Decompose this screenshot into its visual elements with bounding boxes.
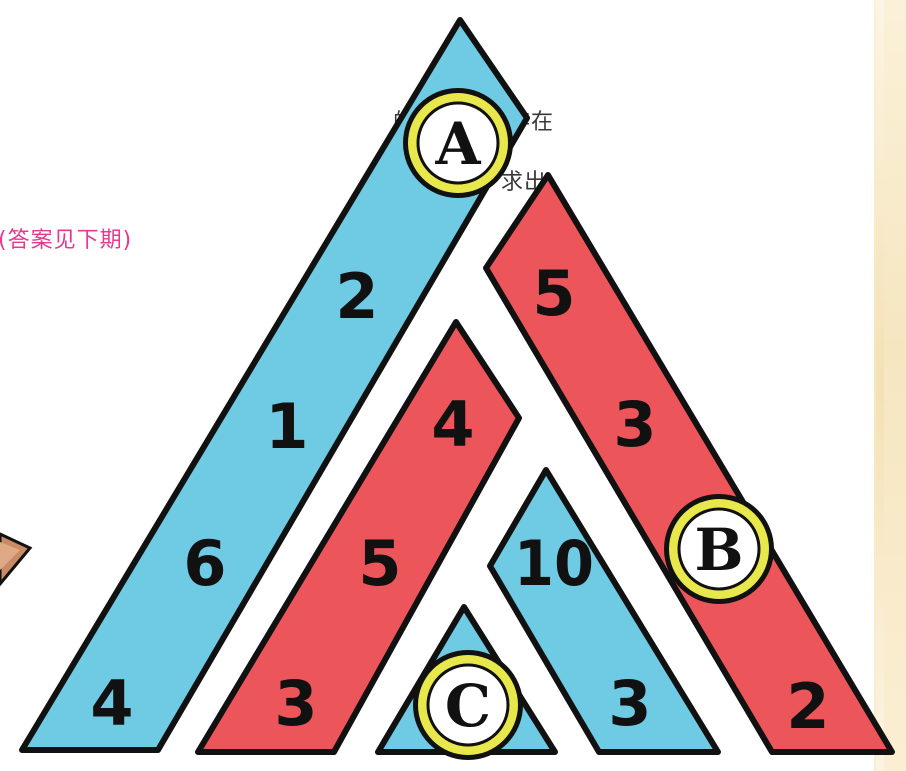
number-right-1: 5 [532, 257, 575, 330]
label-c: C [445, 672, 491, 740]
label-a: A [434, 110, 481, 178]
circle-label-a: A [403, 88, 513, 198]
number-inner-right-2: 3 [608, 667, 651, 740]
number-left-3: 6 [183, 527, 226, 600]
number-inner-left-2: 5 [358, 527, 401, 600]
number-inner-right-1: 10 [514, 527, 594, 600]
strip-inner-right-blue [487, 467, 721, 755]
label-b: B [694, 516, 743, 584]
pencil-icon [0, 532, 33, 587]
strip-inner-left-red [195, 319, 522, 755]
strip-right-red [483, 172, 895, 755]
circle-label-c: C [413, 650, 523, 760]
number-inner-left-3: 3 [274, 667, 317, 740]
circle-label-b: B [664, 494, 774, 604]
strip-left-blue [19, 17, 530, 753]
number-inner-left-1: 4 [431, 388, 474, 461]
answer-note: (答案见下期) [0, 228, 133, 253]
number-right-2: 3 [613, 388, 656, 461]
page-edge-decoration [874, 0, 906, 771]
number-right-3: 2 [786, 670, 829, 743]
number-left-1: 2 [335, 260, 378, 333]
number-left-4: 4 [90, 667, 133, 740]
number-left-2: 1 [265, 390, 308, 463]
